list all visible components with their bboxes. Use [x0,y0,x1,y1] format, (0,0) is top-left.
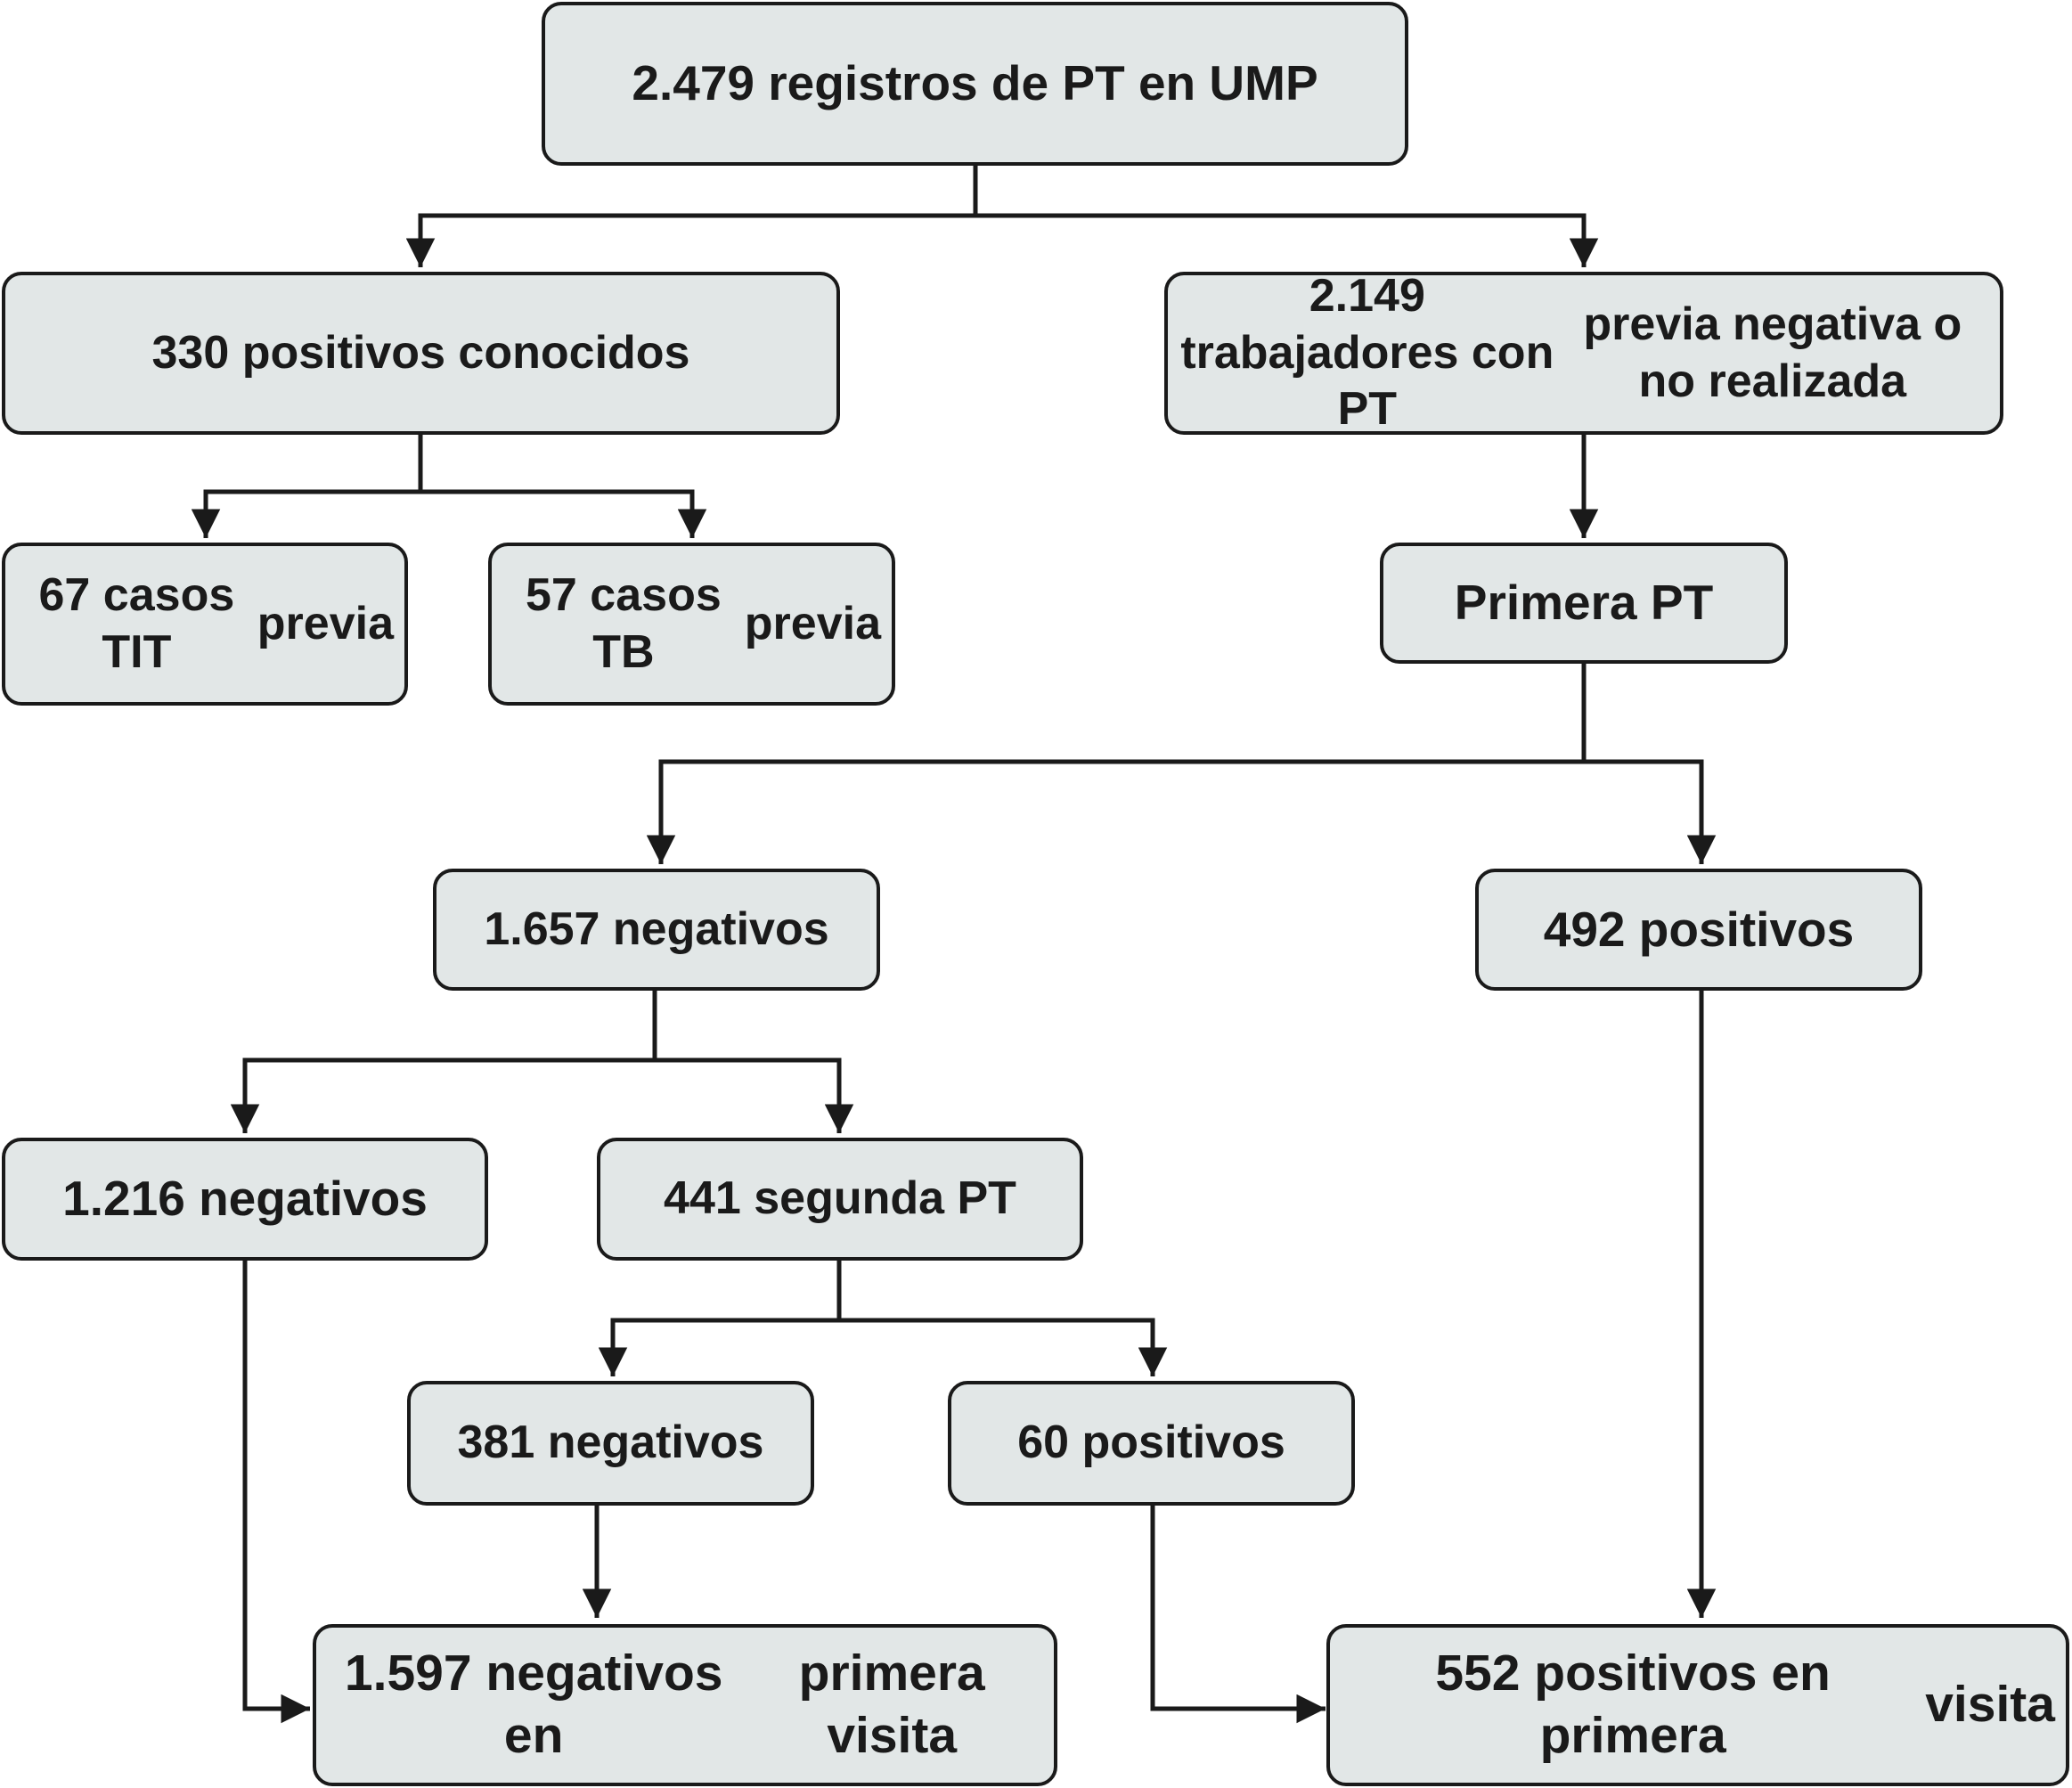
node-label-line: 381 negativos [457,1417,764,1469]
edge-neg-first-to-second-pt [655,1057,854,1133]
node-label-line: 330 positivos conocidos [151,326,690,379]
node-label-line: 2.479 registros de PT en UMP [632,55,1318,111]
edge-first-pt-to-pos-first [1584,759,1717,864]
node-label-line: 1.216 negativos [62,1171,428,1227]
node-negatives-381: 381 negativos [407,1381,814,1506]
edge-root-to-known-positive [405,166,978,267]
edge-known-positive-to-tit [191,435,423,538]
node-label-line: 441 segunda PT [664,1172,1016,1225]
node-label-line: primera visita [798,1645,985,1764]
node-label-line: previa [744,597,881,649]
node-tb-cases: 57 casos TB previa [488,543,895,706]
node-workers: 2.149 trabajadores con PT previa negativ… [1164,270,2003,435]
node-label-line: 60 positivos [1017,1417,1285,1469]
node-label-line: 1.657 negativos [484,902,829,955]
node-total-records: 2.479 registros de PT en UMP [542,2,1408,166]
node-label-line: 2.149 trabajadores con PT [1180,270,1554,436]
node-first-positives: 492 positivos [1475,869,1922,991]
node-label-line: Primera PT [1454,575,1714,631]
edge-known-positive-to-tb [420,489,707,538]
node-tit-cases: 67 casos TIT previa [2,543,408,706]
node-positives-total: 552 positivos en primera visita [1326,1624,2069,1786]
edge-second-pt-to-pos-60 [839,1318,1168,1376]
node-label-line: 552 positivos en primera [1435,1645,1831,1764]
node-known-positives: 330 positivos conocidos [2,272,840,435]
node-label-line: visita [1925,1676,2055,1734]
node-first-pt: Primera PT [1380,543,1788,664]
edge-root-to-workers [975,213,1599,267]
node-label-line: 1.597 negativos en [344,1645,723,1764]
node-second-pt: 441 segunda PT [597,1138,1083,1261]
edge-second-pt-to-neg-381 [598,1261,842,1376]
edge-pos-60-to-pos-total [1150,1506,1326,1724]
node-label-line: previa negativa o no realizada [1583,298,1962,407]
node-label-line: 57 casos TB [526,569,722,678]
node-first-negatives: 1.657 negativos [433,869,880,991]
node-label-line: previa [257,597,394,649]
node-negatives-1216: 1.216 negativos [2,1138,488,1261]
node-label-line: 67 casos TIT [38,569,235,678]
node-negatives-total: 1.597 negativos en primera visita [313,1624,1057,1786]
edge-first-pt-to-neg-first [646,664,1587,864]
edge-neg-first-to-neg-1216 [230,991,657,1133]
edge-neg-1216-to-neg-total [242,1261,310,1724]
node-positives-60: 60 positivos [948,1381,1355,1506]
node-label-line: 492 positivos [1543,901,1855,957]
